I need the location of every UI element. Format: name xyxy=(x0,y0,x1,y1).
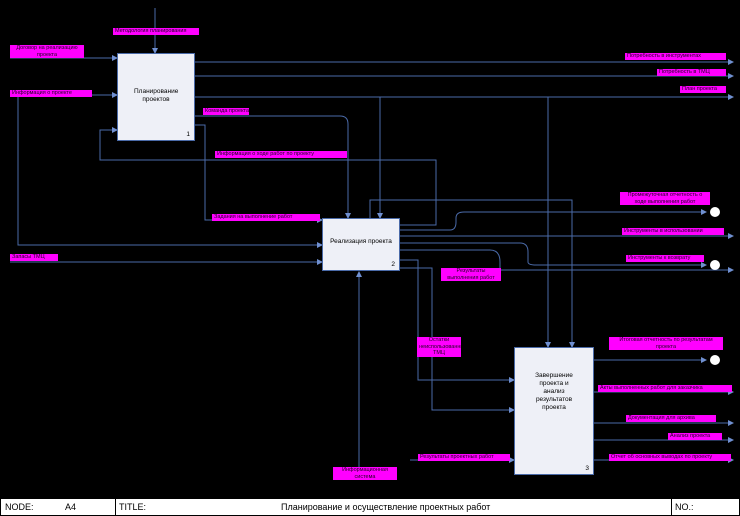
label-archive: Документация для архива xyxy=(626,415,716,422)
arrow-feedback xyxy=(99,127,437,226)
activity-box-1-title: Планирование проектов xyxy=(134,88,179,103)
arrow-tools-return xyxy=(400,242,707,268)
label-software: Информационная система xyxy=(333,467,397,480)
label-tmc-stock: Запасы ТМЦ xyxy=(10,254,58,261)
label-methodology: Методология планирования xyxy=(113,28,199,35)
label-project-analysis: Анализ проекта xyxy=(668,433,722,440)
arrow-project-team xyxy=(195,115,351,219)
label-lessons: Отчет об основных выводах по проекту xyxy=(609,454,731,461)
activity-box-1-number: 1 xyxy=(186,131,190,138)
diagram-footer: NODE: A4 TITLE: Планирование и осуществл… xyxy=(0,498,740,516)
tunnel-dot xyxy=(710,355,720,365)
activity-box-2-title: Реализация проекта xyxy=(330,238,392,245)
arrow-report-intermediate xyxy=(400,209,707,231)
title-value: Планирование и осуществление проектных р… xyxy=(281,502,491,512)
label-tools-return: Инструменты к возврату xyxy=(626,255,704,262)
arrow-info-down xyxy=(17,95,323,248)
node-label: NODE: xyxy=(5,502,34,512)
footer-divider xyxy=(671,499,672,515)
label-project-team: Команда проекта xyxy=(203,108,249,115)
tunnel-dot xyxy=(710,207,720,217)
activity-box-2[interactable]: Реализация проекта 2 xyxy=(322,218,400,271)
diagram-canvas xyxy=(10,8,734,470)
arrow-tasks xyxy=(195,124,323,223)
title-label: TITLE: xyxy=(119,502,147,512)
label-need-instruments: Потребность в инструментах xyxy=(625,53,726,60)
tunnel-dot xyxy=(710,260,720,270)
activity-box-3-number: 3 xyxy=(585,465,589,472)
activity-box-3-title: Завершение проекта и анализ результатов … xyxy=(535,372,573,411)
node-value: A4 xyxy=(65,502,77,512)
label-project-plan: План проекта xyxy=(680,86,726,93)
label-tools-used: Инструменты в использовании xyxy=(622,228,724,235)
activity-box-2-number: 2 xyxy=(391,261,395,268)
label-client-acts: Акты выполненных работ для заказчика xyxy=(598,385,732,392)
label-need-tmc: Потребность в ТМЦ xyxy=(657,69,726,76)
activity-box-1[interactable]: Планирование проектов 1 xyxy=(117,53,195,141)
arrow-work-results xyxy=(400,249,734,273)
label-project-info: Информация о проекте xyxy=(10,90,92,97)
arrow-to-box3-c xyxy=(369,199,575,348)
label-deliverables: Результаты проектных работ xyxy=(418,454,510,461)
label-work-info: Информация о ходе работ по проекту xyxy=(215,151,347,158)
no-label: NO.: xyxy=(675,502,694,512)
label-work-results: Результаты выполнения работ xyxy=(441,268,501,281)
label-contract: Договор на реализацию проекта xyxy=(10,45,84,58)
label-unused-tmc: Остатки неиспользованных ТМЦ xyxy=(417,337,461,357)
label-tasks: Задания на выполнение работ xyxy=(212,214,320,221)
arrow-to-box3-a xyxy=(400,259,515,383)
label-report-intermediate: Промежуточная отчетность о ходе выполнен… xyxy=(620,192,710,205)
label-final-report: Итоговая отчетность по результатам проек… xyxy=(609,337,723,350)
activity-box-3[interactable]: Завершение проекта и анализ результатов … xyxy=(514,347,594,475)
footer-divider xyxy=(115,499,116,515)
